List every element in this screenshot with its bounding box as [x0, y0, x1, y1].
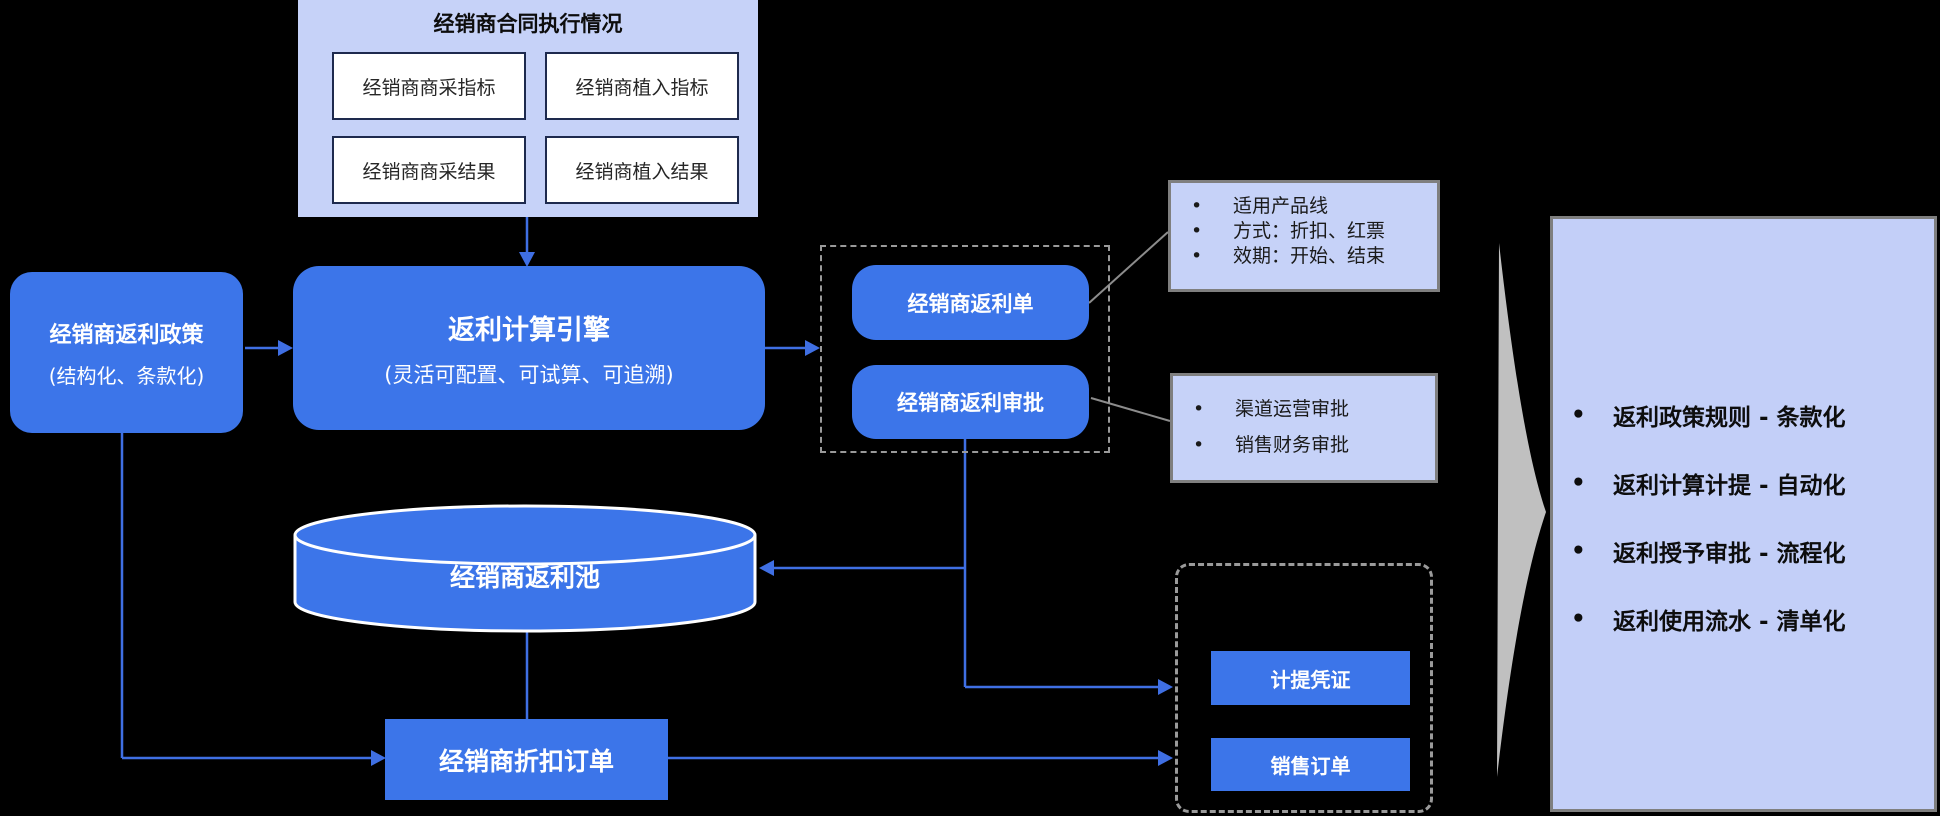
accrual-voucher-box: 计提凭证 — [1211, 651, 1410, 705]
contract-panel: 经销商合同执行情况 经销商商采指标 经销商植入指标 经销商商采结果 经销商植入结… — [298, 0, 758, 217]
rebate-policy-title: 经销商返利政策 — [49, 322, 204, 348]
arrowhead-policy-to-engine — [278, 340, 293, 356]
rebate-order-box: 经销商返利单 — [852, 265, 1089, 340]
summary-bullet: 返利授予审批 - 流程化 — [1553, 517, 1934, 585]
voucher-group-dashed-box: 计提凭证 销售订单 — [1175, 563, 1433, 813]
rebate-policy-subtitle: (结构化、条款化) — [48, 363, 205, 388]
rebate-pool-label: 经销商返利池 — [449, 563, 600, 592]
summary-bullet: 返利使用流水 - 清单化 — [1553, 585, 1934, 653]
leader-line-approval-note — [1090, 397, 1171, 422]
metric-box-implant-result: 经销商植入结果 — [545, 136, 739, 204]
arrowhead-discount-to-salesorder — [1158, 750, 1173, 766]
metric-box-purchase-target: 经销商商采指标 — [332, 52, 526, 120]
note-approval-line: 销售财务审批 — [1173, 427, 1435, 463]
rebate-policy-box: 经销商返利政策 (结构化、条款化) — [10, 272, 243, 433]
note-product-line: 适用产品线 — [1171, 194, 1437, 219]
rebate-engine-title: 返利计算引擎 — [448, 314, 610, 346]
metric-box-implant-target: 经销商植入指标 — [545, 52, 739, 120]
rebate-engine-box: 返利计算引擎 (灵活可配置、可试算、可追溯) — [293, 266, 765, 430]
rebate-approval-box: 经销商返利审批 — [852, 365, 1089, 439]
note-product-line: 方式：折扣、红票 — [1171, 219, 1437, 244]
sales-order-box: 销售订单 — [1211, 738, 1410, 791]
arrowhead-engine-to-rebate-group — [805, 340, 820, 356]
arrowhead-contract-to-engine — [519, 252, 535, 267]
rebate-pool-cylinder-top — [293, 504, 757, 566]
note-product-line: 效期：开始、结束 — [1171, 244, 1437, 269]
rebate-engine-subtitle: (灵活可配置、可试算、可追溯) — [384, 362, 674, 387]
leader-line-rebate-order-note — [1088, 231, 1169, 304]
big-chevron-arrow — [1497, 243, 1546, 777]
note-product-lines: 适用产品线 方式：折扣、红票 效期：开始、结束 — [1168, 180, 1440, 292]
summary-bullet: 返利政策规则 - 条款化 — [1553, 381, 1934, 449]
arrowhead-policy-to-discount — [371, 750, 386, 766]
summary-panel: 返利政策规则 - 条款化 返利计算计提 - 自动化 返利授予审批 - 流程化 返… — [1550, 216, 1937, 812]
summary-bullet: 返利计算计提 - 自动化 — [1553, 449, 1934, 517]
rebate-group-dashed-box: 经销商返利单 经销商返利审批 — [820, 245, 1110, 453]
note-approval-line: 渠道运营审批 — [1173, 391, 1435, 427]
discount-order-box: 经销商折扣订单 — [385, 719, 668, 800]
note-approval-steps: 渠道运营审批 销售财务审批 — [1170, 373, 1438, 483]
arrowhead-approval-to-voucher — [1158, 679, 1173, 695]
metric-box-purchase-result: 经销商商采结果 — [332, 136, 526, 204]
contract-panel-title: 经销商合同执行情况 — [433, 12, 623, 36]
arrowhead-approval-to-pool — [759, 560, 774, 576]
